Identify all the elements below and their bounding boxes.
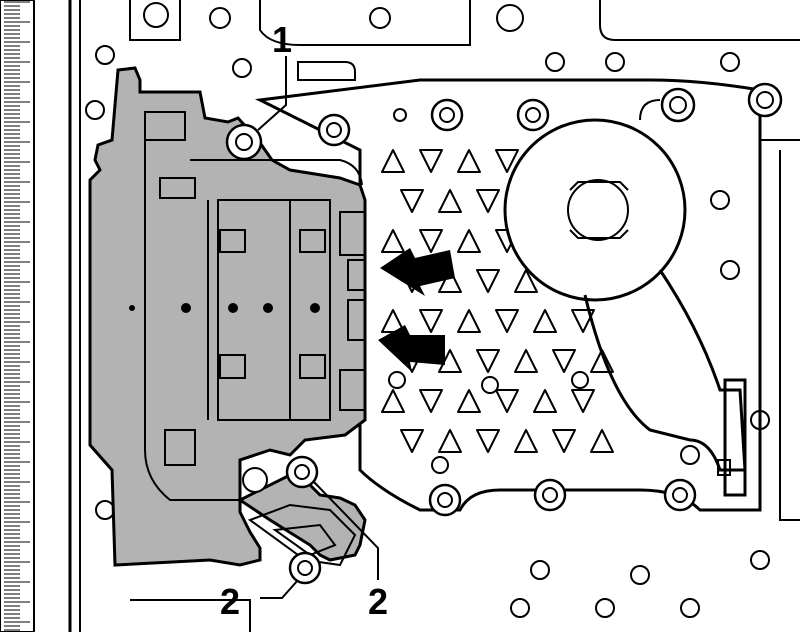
direction-arrow-lower [378, 325, 445, 372]
leader-lines [257, 56, 379, 599]
callout-2-left: 2 [220, 581, 240, 622]
engine-block-outline [68, 0, 800, 632]
callout-2-right: 2 [368, 581, 388, 622]
measuring-ruler [0, 0, 35, 632]
callout-1: 1 [272, 19, 292, 60]
bolt-2-upper [285, 455, 319, 489]
highlighted-baffle-plate [88, 66, 367, 567]
direction-arrows [378, 248, 455, 372]
bolt-1 [225, 123, 263, 161]
bolt-2-lower [288, 551, 322, 585]
oil-pump-pickup [503, 118, 747, 497]
direction-arrow-upper [380, 248, 455, 296]
